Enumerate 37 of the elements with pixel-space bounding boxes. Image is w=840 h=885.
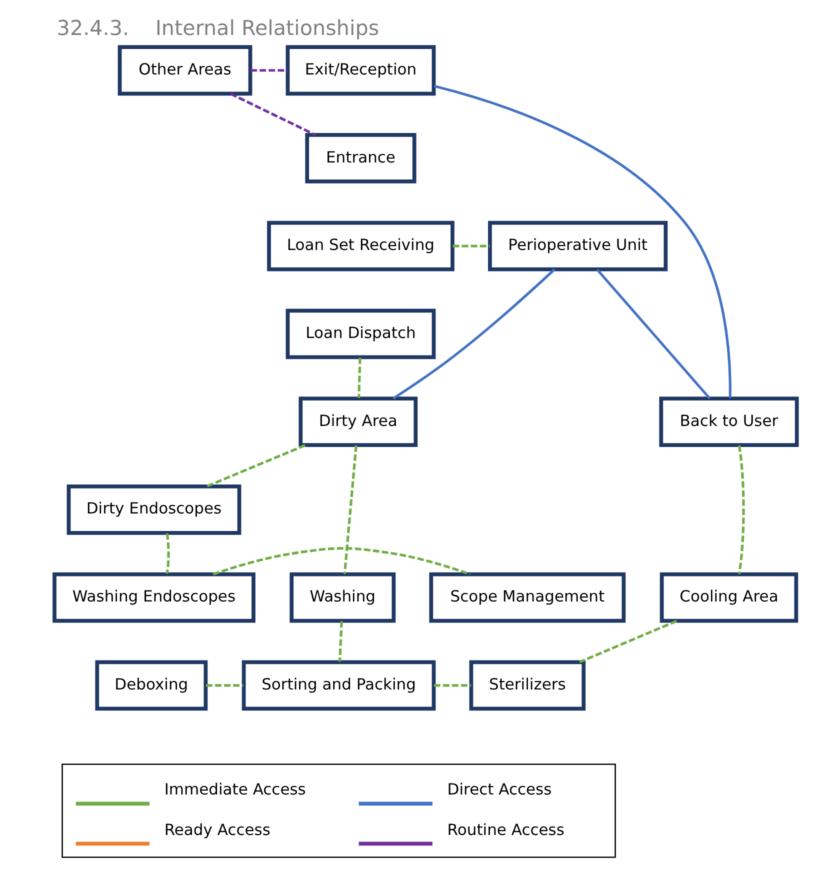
node-box: Dirty Endoscopes	[66, 484, 241, 535]
node-box: Washing	[289, 572, 396, 623]
node-box: Perioperative Unit	[488, 220, 668, 272]
connector	[392, 268, 555, 400]
node-box: Cooling Area	[659, 572, 798, 623]
node-box: Loan Dispatch	[285, 308, 436, 360]
connector	[230, 92, 316, 136]
node-box: Entrance	[304, 133, 416, 184]
node-box: Sorting and Packing	[241, 660, 436, 711]
legend-label: Immediate Access	[164, 780, 306, 799]
legend-label: Ready Access	[164, 820, 270, 839]
node-box: Exit/Reception	[285, 45, 436, 96]
connector	[452, 244, 490, 248]
connector	[433, 684, 471, 687]
diagram-title: 32.4.3. Internal Relationships	[56, 16, 379, 40]
connector	[342, 445, 357, 574]
connector	[433, 84, 731, 398]
connector	[165, 533, 170, 574]
connector	[212, 547, 470, 576]
node-box: Washing Endoscopes	[52, 572, 255, 623]
connector	[206, 444, 306, 488]
node-box: Scope Management	[428, 572, 626, 623]
node-box: Other Areas	[117, 45, 252, 96]
node-box: Back to User	[658, 396, 798, 448]
connector	[250, 69, 288, 72]
node-box: Sterilizers	[468, 660, 586, 711]
legend-label: Direct Access	[446, 780, 552, 799]
connector	[578, 620, 677, 664]
connector	[737, 445, 744, 574]
legend-label: Routine Access	[446, 820, 564, 839]
connector	[596, 268, 710, 400]
node-box: Dirty Area	[298, 396, 418, 448]
connector	[357, 358, 361, 398]
node-box: Deboxing	[94, 660, 208, 711]
connector	[338, 621, 342, 662]
connector	[205, 684, 243, 687]
node-box: Loan Set Receiving	[266, 220, 454, 272]
